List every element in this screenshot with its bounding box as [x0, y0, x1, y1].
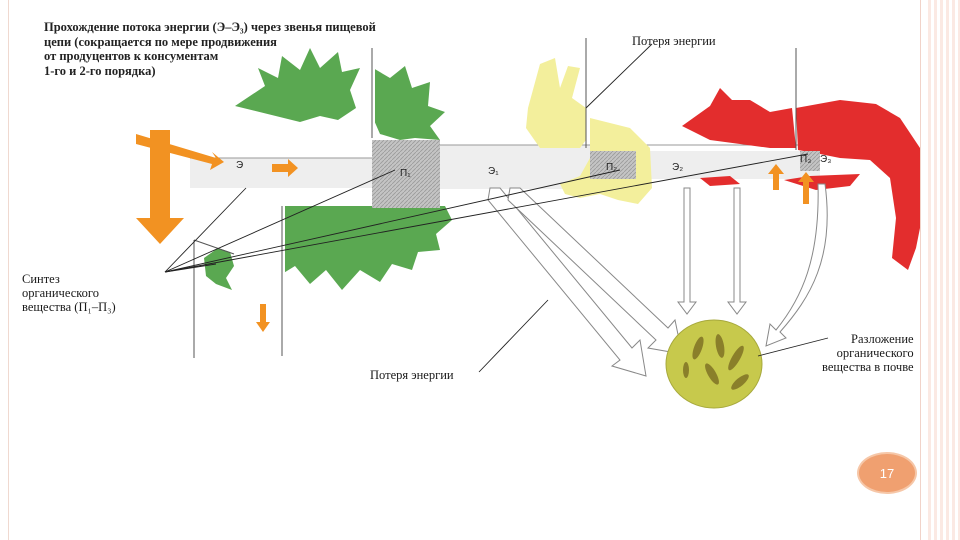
plant-upper-leaves: [235, 48, 445, 140]
energy-flow-diagram: [136, 38, 920, 409]
mark-e3: Э₃: [820, 154, 832, 165]
title-line: от продуцентов к консументам: [44, 49, 219, 63]
energy-loss-label-top: Потеря энергии: [632, 34, 716, 48]
fox-illustration: [682, 48, 920, 270]
mark-p3: П₃: [800, 154, 812, 165]
title-line: 1-го и 2-го порядка): [44, 63, 156, 78]
soil-circle: [665, 319, 763, 409]
energy-flow-figure: Прохождение потока энергии (Э–Э₃) через …: [20, 8, 920, 414]
energy-loss-label-bottom: Потеря энергии: [370, 368, 454, 382]
synthesis-label: Синтез органического вещества (П₁–П₃): [22, 272, 116, 314]
mark-p2: П₂: [606, 162, 618, 173]
title-line: Прохождение потока энергии (Э–Э₃) через …: [44, 20, 376, 34]
diagram-title: Прохождение потока энергии (Э–Э₃) через …: [44, 20, 474, 78]
mark-p1: П₁: [400, 168, 411, 179]
sun-energy-arrows: [136, 130, 814, 332]
decomposition-line: Разложение: [851, 332, 914, 346]
p2-block: [590, 151, 636, 179]
plant-lower-leaves: [193, 206, 452, 358]
synthesis-line: вещества (П₁–П₃): [22, 300, 116, 314]
decomposition-line: вещества в почве: [822, 360, 914, 374]
mark-e2: Э₂: [672, 162, 684, 173]
mark-e1: Э₁: [488, 166, 499, 177]
synthesis-line: Синтез: [22, 272, 60, 286]
slide-frame-right: [928, 0, 960, 540]
decomposition-line: органического: [836, 346, 914, 360]
decomposition-label: Разложение органического вещества в почв…: [822, 332, 914, 374]
p1-block: [372, 140, 440, 208]
annotation-lines: [164, 43, 829, 373]
synthesis-line: органического: [22, 286, 100, 300]
slide-number-badge: 17: [857, 452, 917, 494]
mark-e: Э: [236, 160, 244, 171]
p3-block: [800, 151, 820, 171]
slide-frame-line: [920, 0, 921, 540]
title-line: цепи (сокращается по мере продвижения: [44, 34, 277, 49]
energy-loss-arrows: [487, 183, 828, 377]
slide-frame-left: [0, 0, 9, 540]
